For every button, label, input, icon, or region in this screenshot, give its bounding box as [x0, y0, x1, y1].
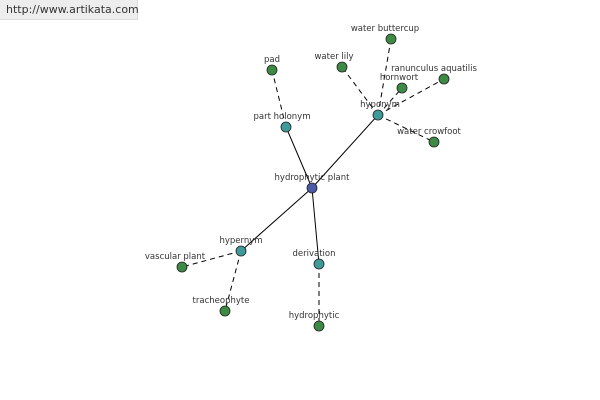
edge-center-to-hypernym [240, 187, 313, 252]
edge-hyponym-to-water-crowfoot [377, 114, 435, 143]
node-dot-hydrophytic[interactable] [313, 320, 325, 332]
node-dot-water-lily[interactable] [336, 61, 348, 73]
node-part-holonym[interactable]: part holonym [254, 112, 311, 133]
node-label-ranunculus-aquatilis[interactable]: ranunculus aquatilis [391, 64, 477, 74]
node-ranunculus-aquatilis[interactable]: ranunculus aquatilis [391, 64, 477, 85]
node-dot-hornwort[interactable] [396, 82, 408, 94]
node-label-vascular-plant[interactable]: vascular plant [145, 252, 206, 262]
node-hypernym[interactable]: hypernym [219, 236, 263, 257]
node-dot-hypernym[interactable] [235, 245, 247, 257]
node-dot-derivation[interactable] [313, 258, 325, 270]
node-dot-pad[interactable] [266, 64, 278, 76]
node-label-water-lily[interactable]: water lily [314, 52, 353, 62]
node-dot-part-holonym[interactable] [280, 121, 292, 133]
edge-hyponym-to-hornwort [377, 87, 403, 116]
node-dot-water-buttercup[interactable] [385, 33, 397, 45]
node-label-hyponym[interactable]: hyponym [360, 100, 400, 110]
edge-hyponym-to-ranunculus-aquatilis [377, 78, 445, 116]
node-hydrophytic[interactable]: hydrophytic [289, 311, 340, 332]
edges-layer [181, 38, 445, 326]
node-hornwort[interactable]: hornwort [380, 73, 419, 94]
node-water-crowfoot[interactable]: water crowfoot [397, 127, 462, 148]
site-url[interactable]: http://www.artikata.com [0, 0, 139, 20]
node-dot-hyponym[interactable] [372, 109, 384, 121]
node-pad[interactable]: pad [264, 55, 280, 76]
node-label-derivation[interactable]: derivation [292, 249, 335, 259]
node-vascular-plant[interactable]: vascular plant [145, 252, 206, 273]
edge-hyponym-to-water-lily [341, 66, 379, 116]
node-tracheophyte[interactable]: tracheophyte [193, 296, 250, 317]
node-water-buttercup[interactable]: water buttercup [351, 24, 419, 45]
edge-center-to-hyponym [311, 114, 379, 189]
node-label-part-holonym[interactable]: part holonym [254, 112, 311, 122]
node-derivation[interactable]: derivation [292, 249, 336, 270]
node-center[interactable]: hydrophytic plant [275, 173, 351, 194]
node-label-water-crowfoot[interactable]: water crowfoot [397, 127, 461, 137]
node-hyponym[interactable]: hyponym [360, 100, 400, 121]
node-dot-ranunculus-aquatilis[interactable] [438, 73, 450, 85]
node-label-hydrophytic[interactable]: hydrophytic [289, 311, 340, 321]
node-dot-center[interactable] [306, 182, 318, 194]
edge-hypernym-to-vascular-plant [181, 250, 242, 268]
edge-part-holonym-to-pad [271, 69, 287, 128]
node-label-hornwort[interactable]: hornwort [380, 73, 419, 83]
edge-hypernym-to-tracheophyte [224, 250, 242, 312]
node-label-hypernym[interactable]: hypernym [219, 236, 262, 246]
node-label-center[interactable]: hydrophytic plant [275, 173, 351, 183]
node-label-pad[interactable]: pad [264, 55, 280, 65]
nodes-layer: hydrophytic plant part holonym hyponym hype… [145, 24, 477, 332]
edge-center-to-derivation [311, 187, 320, 265]
node-label-water-buttercup[interactable]: water buttercup [351, 24, 419, 34]
node-water-lily[interactable]: water lily [314, 52, 354, 73]
edge-hyponym-to-water-buttercup [377, 38, 392, 116]
node-dot-water-crowfoot[interactable] [428, 136, 440, 148]
node-label-tracheophyte[interactable]: tracheophyte [193, 296, 250, 306]
edge-center-to-part-holonym [285, 126, 313, 189]
node-dot-vascular-plant[interactable] [176, 261, 188, 273]
node-dot-tracheophyte[interactable] [219, 305, 231, 317]
